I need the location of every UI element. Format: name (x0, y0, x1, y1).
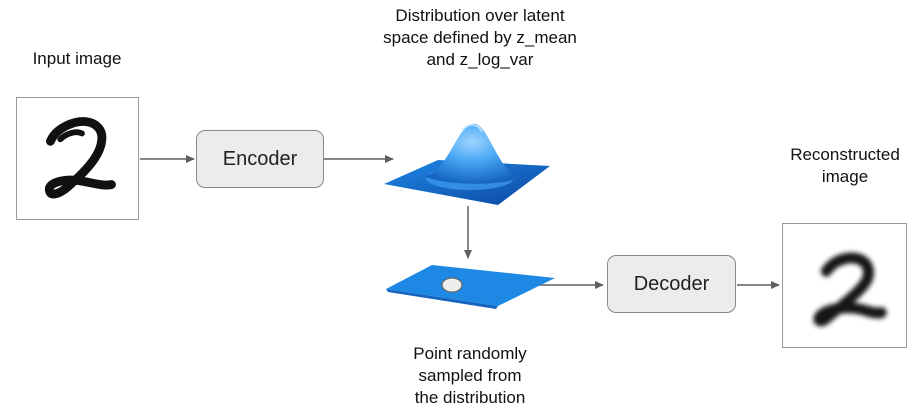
distribution-label-line-1: Distribution over latent (395, 6, 565, 25)
sampled-point-icon (441, 277, 463, 293)
encoder-label: Encoder (222, 147, 298, 170)
sample-label-line-1: Point randomly (413, 344, 527, 363)
digit-two-blurry-icon (813, 252, 887, 327)
digit-two-sharp-icon (45, 117, 116, 199)
reconstructed-label-line-1: Reconstructed (790, 145, 900, 164)
input-digit-image (16, 97, 139, 220)
reconstructed-digit-image (782, 223, 907, 348)
reconstructed-image-label: Reconstructed image (772, 144, 918, 188)
encoder-block: Encoder (196, 130, 324, 188)
distribution-label-line-2: space defined by z_mean (383, 28, 577, 47)
distribution-label-line-3: and z_log_var (426, 50, 534, 69)
reconstructed-label-line-2: image (821, 167, 869, 186)
input-image-label-text: Input image (32, 49, 122, 68)
sample-label-line-3: the distribution (414, 388, 526, 407)
sample-label-line-2: sampled from (418, 366, 522, 385)
input-image-label: Input image (16, 48, 138, 70)
decoder-block: Decoder (607, 255, 736, 313)
decoder-label: Decoder (633, 272, 710, 295)
sample-label: Point randomly sampled from the distribu… (380, 343, 560, 409)
distribution-label: Distribution over latent space defined b… (350, 5, 610, 71)
